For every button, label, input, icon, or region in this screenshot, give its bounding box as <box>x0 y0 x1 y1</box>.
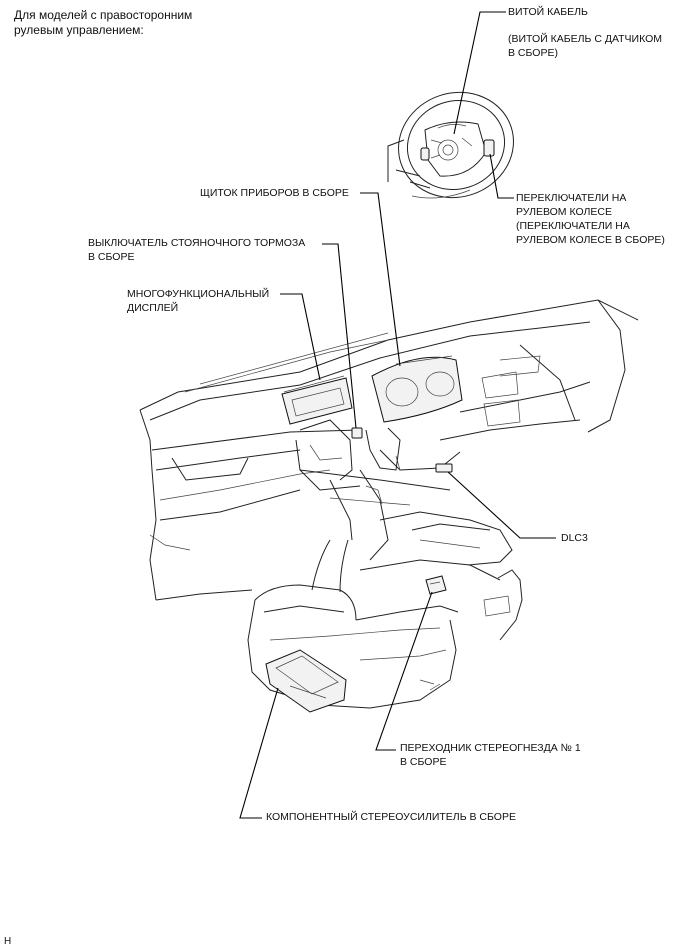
label-dlc3: DLC3 <box>561 531 588 545</box>
leader-parking-brake <box>322 243 357 429</box>
label-stereo-jack-adapter: ПЕРЕХОДНИК СТЕРЕОГНЕЗДА № 1 В СБОРЕ <box>400 741 581 769</box>
label-stereo-amplifier: КОМПОНЕНТНЫЙ СТЕРЕОУСИЛИТЕЛЬ В СБОРЕ <box>266 810 516 824</box>
header-line-1: Для моделей с правосторонним <box>14 8 193 22</box>
label-parking-brake-switch-1: ВЫКЛЮЧАТЕЛЬ СТОЯНОЧНОГО ТОРМОЗА <box>88 237 306 249</box>
label-stereo-jack-adapter-2: В СБОРЕ <box>400 756 447 768</box>
label-steering-switches: ПЕРЕКЛЮЧАТЕЛИ НА РУЛЕВОМ КОЛЕСЕ (ПЕРЕКЛЮ… <box>516 191 665 247</box>
multi-display-part <box>281 375 353 425</box>
steering-wheel-illustration <box>387 91 514 199</box>
figure-code-text: H <box>4 936 12 947</box>
stereo-jack-adapter-part <box>425 575 447 595</box>
label-dlc3-text: DLC3 <box>561 532 588 544</box>
leader-stereo-jack <box>375 591 433 751</box>
label-steering-switches-2: РУЛЕВОМ КОЛЕСЕ <box>516 206 613 218</box>
label-combination-meter-text: ЩИТОК ПРИБОРОВ В СБОРЕ <box>200 187 349 199</box>
label-parking-brake-switch-2: В СБОРЕ <box>88 251 135 263</box>
leader-lines <box>239 11 556 819</box>
label-spiral-cable-note-1: (ВИТОЙ КАБЕЛЬ С ДАТЧИКОМ <box>508 33 662 45</box>
leader-stereo-amplifier <box>239 687 279 819</box>
label-steering-switches-note-1: (ПЕРЕКЛЮЧАТЕЛИ НА <box>516 220 630 232</box>
label-multi-display-1: МНОГОФУНКЦИОНАЛЬНЫЙ <box>127 288 270 300</box>
leader-combination-meter <box>360 192 401 367</box>
label-spiral-cable-title: ВИТОЙ КАБЕЛЬ <box>508 6 588 18</box>
leader-spiral-cable <box>453 11 506 135</box>
leader-dlc3 <box>447 471 556 539</box>
parking-brake-switch-part <box>351 427 363 439</box>
label-stereo-amplifier-text: КОМПОНЕНТНЫЙ СТЕРЕОУСИЛИТЕЛЬ В СБОРЕ <box>266 811 516 823</box>
dashboard-illustration <box>139 299 639 709</box>
label-multi-display: МНОГОФУНКЦИОНАЛЬНЫЙ ДИСПЛЕЙ <box>127 287 269 315</box>
label-steering-switches-1: ПЕРЕКЛЮЧАТЕЛИ НА <box>516 192 627 204</box>
label-steering-switches-note-2: РУЛЕВОМ КОЛЕСЕ В СБОРЕ) <box>516 234 665 246</box>
header-line-2: рулевым управлением: <box>14 23 144 37</box>
label-parking-brake-switch: ВЫКЛЮЧАТЕЛЬ СТОЯНОЧНОГО ТОРМОЗА В СБОРЕ <box>88 236 305 264</box>
label-spiral-cable-note-2: В СБОРЕ) <box>508 47 558 59</box>
label-stereo-jack-adapter-1: ПЕРЕХОДНИК СТЕРЕОГНЕЗДА № 1 <box>400 742 581 754</box>
steering-switch-part <box>483 139 495 157</box>
figure-code: H <box>4 935 11 949</box>
stereo-amplifier-part <box>265 649 347 713</box>
leader-multi-display <box>280 293 321 381</box>
leader-steering-switches <box>489 153 514 199</box>
label-multi-display-2: ДИСПЛЕЙ <box>127 302 179 314</box>
label-combination-meter: ЩИТОК ПРИБОРОВ В СБОРЕ <box>200 186 349 200</box>
label-spiral-cable: ВИТОЙ КАБЕЛЬ <box>508 5 588 19</box>
dlc3-connector-part <box>435 463 453 473</box>
combination-meter-part <box>371 355 463 423</box>
diagram-header: Для моделей с правосторонним рулевым упр… <box>14 8 192 38</box>
label-spiral-cable-note: (ВИТОЙ КАБЕЛЬ С ДАТЧИКОМ В СБОРЕ) <box>508 32 662 60</box>
